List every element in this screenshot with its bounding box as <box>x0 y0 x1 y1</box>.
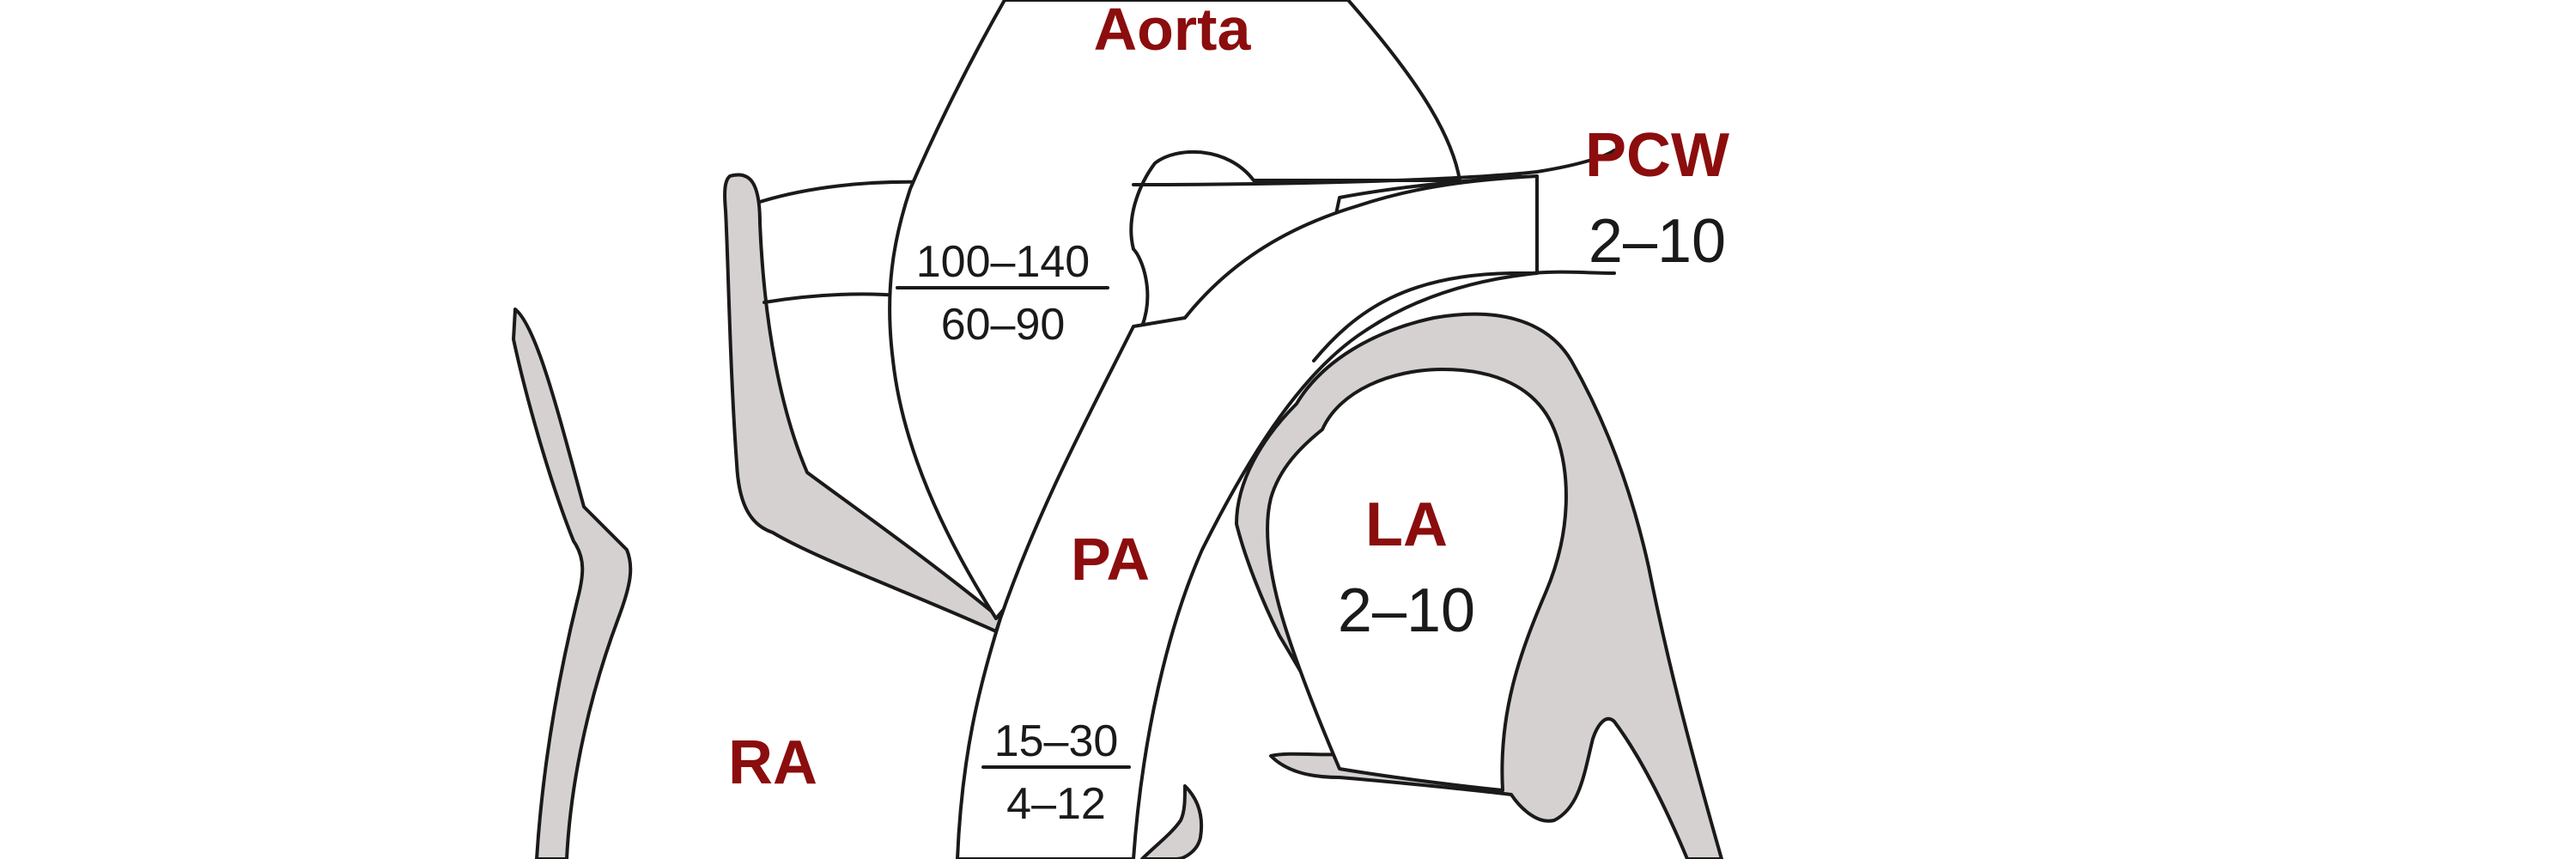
pa-label: PA <box>1071 526 1150 593</box>
la-label: LA <box>1365 490 1448 559</box>
aorta-diastolic-value: 60–90 <box>941 300 1066 350</box>
ra-lateral-wall <box>512 308 633 859</box>
pa-systolic-value: 15–30 <box>994 716 1119 766</box>
aorta-label: Aorta <box>1094 0 1252 63</box>
la-chamber <box>1266 368 1568 792</box>
aorta-systolic-value: 100–140 <box>916 237 1090 287</box>
pcw-upper-line <box>1132 149 1616 186</box>
pcw-lower-line <box>1312 270 1616 362</box>
ra-upper-wall <box>723 173 1002 633</box>
la-value: 2–10 <box>1338 576 1475 645</box>
pa-diastolic-value: 4–12 <box>1006 779 1106 829</box>
pa-valve-hook <box>1140 784 1204 859</box>
pcw-value: 2–10 <box>1589 207 1726 276</box>
ra-label: RA <box>728 728 817 797</box>
svc-upper-line <box>758 180 929 204</box>
pa-vessel <box>956 174 1539 859</box>
pcw-label: PCW <box>1585 121 1729 190</box>
